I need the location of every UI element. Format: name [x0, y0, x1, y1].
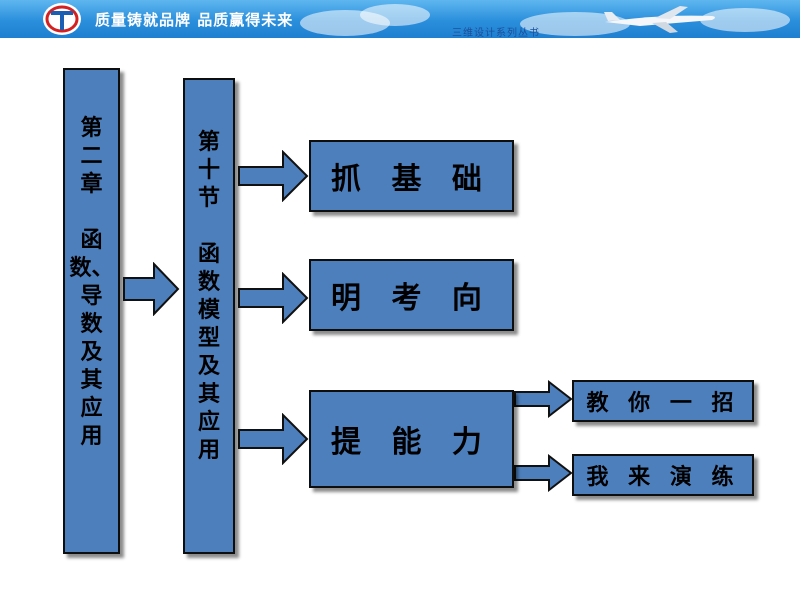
item-label: 明 考 向 — [331, 281, 492, 316]
header-slogan: 质量铸就品牌 品质赢得未来 — [95, 11, 294, 29]
arrow-right-icon — [238, 272, 309, 324]
item-box-exam-direction: 明 考 向 — [309, 259, 514, 331]
cloud-decoration — [700, 8, 790, 32]
series-title: 三维设计系列丛书 — [452, 28, 540, 38]
header-banner: 质量铸就品牌 品质赢得未来 三维设计系列丛书 — [0, 0, 800, 38]
subitem-label: 教 你 一 招 — [586, 390, 740, 416]
subitem-box-practice: 我 来 演 练 — [572, 454, 754, 496]
chapter-box: 第 二 章 函 数、 导 数 及 其 应 用 — [63, 68, 120, 554]
airplane-icon — [604, 6, 715, 33]
subitem-label: 我 来 演 练 — [586, 464, 740, 490]
item-label: 抓 基 础 — [331, 162, 492, 197]
arrow-right-icon — [238, 413, 309, 465]
section-title: 第 十 节 函 数 模 型 及 其 应 用 — [197, 129, 220, 463]
subitem-box-tip: 教 你 一 招 — [572, 380, 754, 422]
arrow-right-icon — [238, 150, 309, 202]
arrow-right-icon — [123, 262, 180, 316]
arrow-right-icon — [514, 454, 573, 492]
item-label: 提 能 力 — [331, 425, 492, 460]
item-box-improve-ability: 提 能 力 — [309, 390, 514, 488]
cloud-decoration — [360, 4, 430, 26]
item-box-grasp-basics: 抓 基 础 — [309, 140, 514, 212]
arrow-right-icon — [514, 380, 573, 418]
section-box: 第 十 节 函 数 模 型 及 其 应 用 — [183, 78, 235, 554]
tc-logo-icon — [43, 3, 81, 35]
chapter-title: 第 二 章 函 数、 导 数 及 其 应 用 — [69, 115, 114, 449]
